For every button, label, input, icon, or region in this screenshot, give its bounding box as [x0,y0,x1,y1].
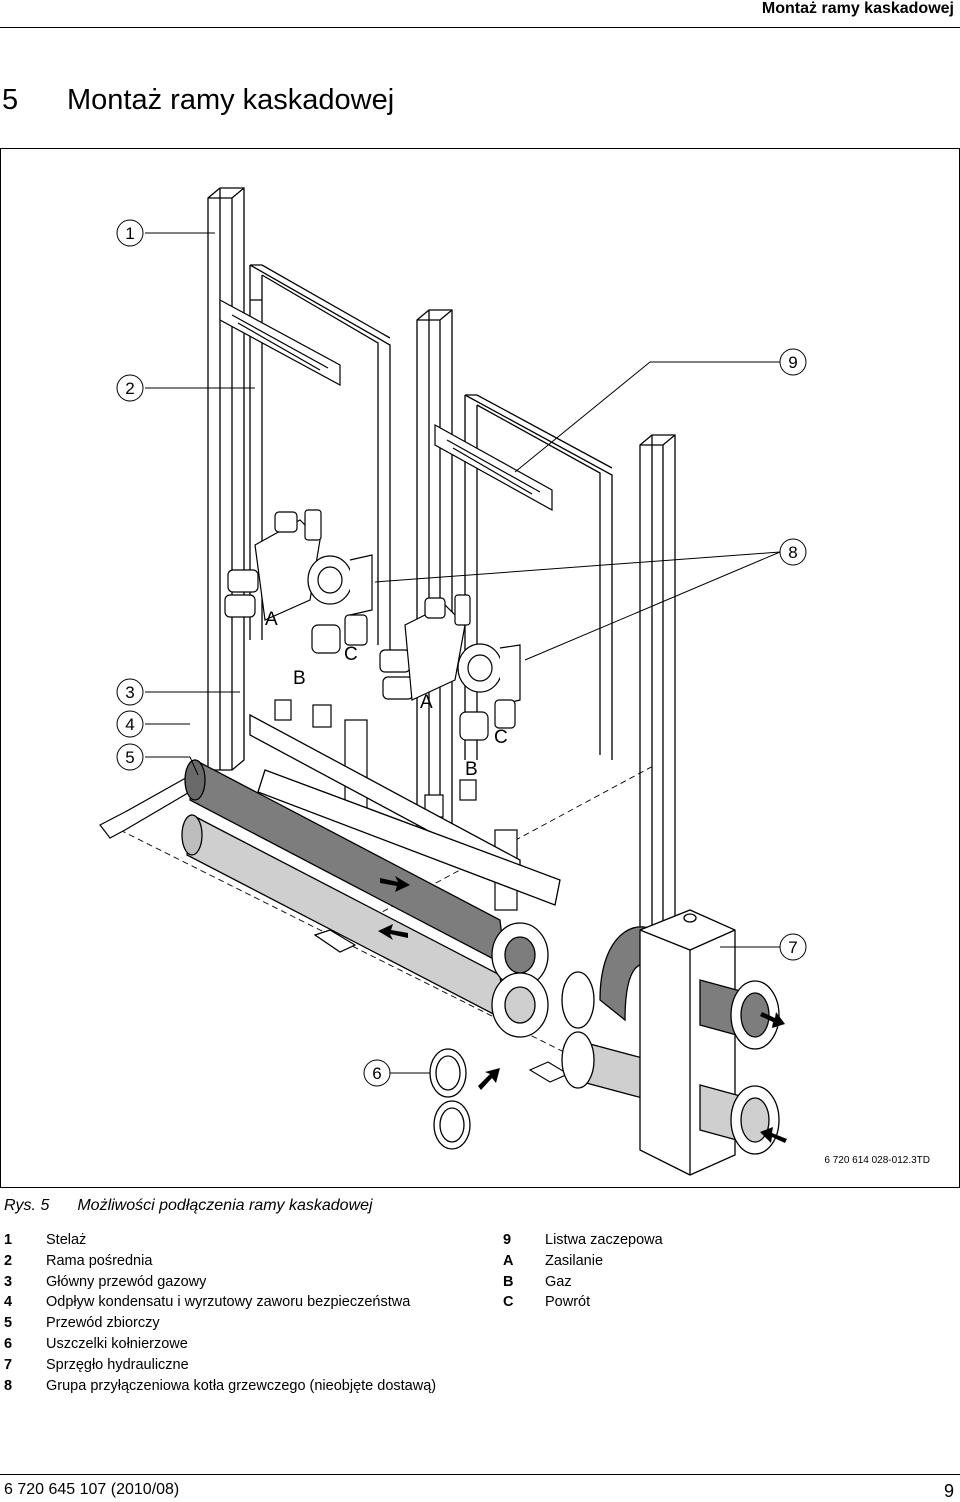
legend-item: 1 Stelaż [4,1230,474,1251]
legend-item: 7 Sprzęgło hydrauliczne [4,1355,474,1376]
legend-text: Listwa zaczepowa [545,1232,663,1248]
connection-letters: A B C A B C [265,609,508,780]
callout-6-text: 6 [372,1064,381,1083]
label-a-right: A [420,692,433,713]
legend-text: Powrót [545,1294,591,1311]
legend-key: B [503,1273,514,1290]
legend-key: 1 [4,1232,13,1248]
label-a-left: A [265,609,278,630]
floor-brackets [99,769,570,1083]
callout-7 [779,933,807,961]
label-b-right: B [465,759,478,780]
callout-4 [116,710,144,738]
callout-9 [779,348,807,376]
legend-key: 8 [4,1377,13,1394]
callout-1 [116,219,144,247]
intermediate-frames [249,264,613,760]
label-b-left: B [293,668,306,689]
callout-4-text: 4 [125,715,134,734]
frame-posts [207,187,676,951]
caption-text: Możliwości podłączenia ramy kaskadowej [77,1197,373,1214]
legend-item: A Zasilanie [503,1251,903,1272]
figure-caption: Rys. 5 Możliwości podłączenia ramy kaskad… [4,1197,373,1215]
legend-key: 4 [4,1294,13,1311]
legend-key: C [503,1294,514,1311]
legend-item: 4 Odpływ kondensatu i wyrzutowy zaworu be… [4,1292,474,1313]
legend-text: Rama pośrednia [46,1252,153,1269]
label-c-right: C [494,727,508,748]
callout-5 [116,743,144,771]
legend-key: 7 [4,1356,13,1373]
legend-item: 2 Rama pośrednia [4,1251,474,1272]
footer-doc-code: 6 720 645 107 (2010/08) [4,1481,180,1498]
legend-text: Grupa przyłączeniowa kotła grzewczego (n… [46,1377,437,1394]
callout-9-text: 9 [788,353,797,372]
callout-5-text: 5 [125,748,134,767]
legend-key: 9 [503,1232,512,1248]
callout-6 [363,1059,391,1087]
collector-flanges [491,922,549,1038]
legend-key: 2 [4,1252,13,1269]
callout-numbers: 1 2 9 8 3 4 5 7 6 [125,224,797,1083]
legend-text: Stelaż [46,1232,87,1248]
callout-2 [116,374,144,402]
header-rule [0,27,960,28]
legend-key: 6 [4,1335,13,1352]
running-header: Montaż ramy kaskadowej [761,0,954,17]
legend-item: 5 Przewód zbiorczy [4,1313,474,1334]
legend-item: 9 Listwa zaczepowa [503,1230,903,1251]
legend-text: Główny przewód gazowy [46,1273,207,1290]
legend-key: 5 [4,1315,13,1332]
figure-code: 6 720 614 028-012.3TD [824,1155,930,1166]
legend-item: C Powrót [503,1292,903,1313]
callout-leaders [145,232,781,1074]
page-number: 9 [943,1481,954,1501]
legend-text: Gaz [545,1273,572,1290]
legend-text: Odpływ kondensatu i wyrzutowy zaworu bez… [46,1294,411,1311]
callout-1-text: 1 [125,224,134,243]
flange-gaskets [429,1048,471,1150]
legend-right: 9 Listwa zaczepowa A Zasilanie B Gaz C Powró… [503,1230,903,1313]
legend-text: Przewód zbiorczy [46,1315,160,1332]
cascade-frame-figure: 1 2 9 8 3 4 5 7 6 A B C A B C [99,187,807,1176]
label-c-left: C [344,644,358,665]
legend-item: 3 Główny przewód gazowy [4,1272,474,1293]
footer-rule [0,1474,960,1475]
mounting-rails [219,298,553,512]
flow-arrows [378,876,787,1143]
hydraulic-separator [561,909,780,1176]
legend-item: B Gaz [503,1272,903,1293]
legend-left: 1 Stelaż 2 Rama pośrednia 3 Główny przewód … [4,1230,474,1396]
manifold-pipes [181,713,561,1022]
callout-8-text: 8 [788,543,797,562]
legend-item: 6 Uszczelki kołnierzowe [4,1334,474,1355]
legend-text: Uszczelki kołnierzowe [46,1335,188,1352]
callout-3 [116,678,144,706]
legend-text: Zasilanie [545,1252,604,1269]
legend-key: A [503,1252,514,1269]
callout-circles [116,219,807,1087]
legend-text: Sprzęgło hydrauliczne [46,1356,189,1373]
callout-2-text: 2 [125,379,134,398]
callout-3-text: 3 [125,683,134,702]
section-number: 5 [2,84,19,116]
callout-8 [779,538,807,566]
boiler-connection-group-right [379,594,521,911]
callout-7-text: 7 [788,938,797,957]
caption-label: Rys. 5 [4,1197,50,1214]
legend-item: 8 Grupa przyłączeniowa kotła grzewczego (… [4,1376,474,1397]
section-title: Montaż ramy kaskadowej [67,84,395,116]
legend-key: 3 [4,1273,13,1290]
